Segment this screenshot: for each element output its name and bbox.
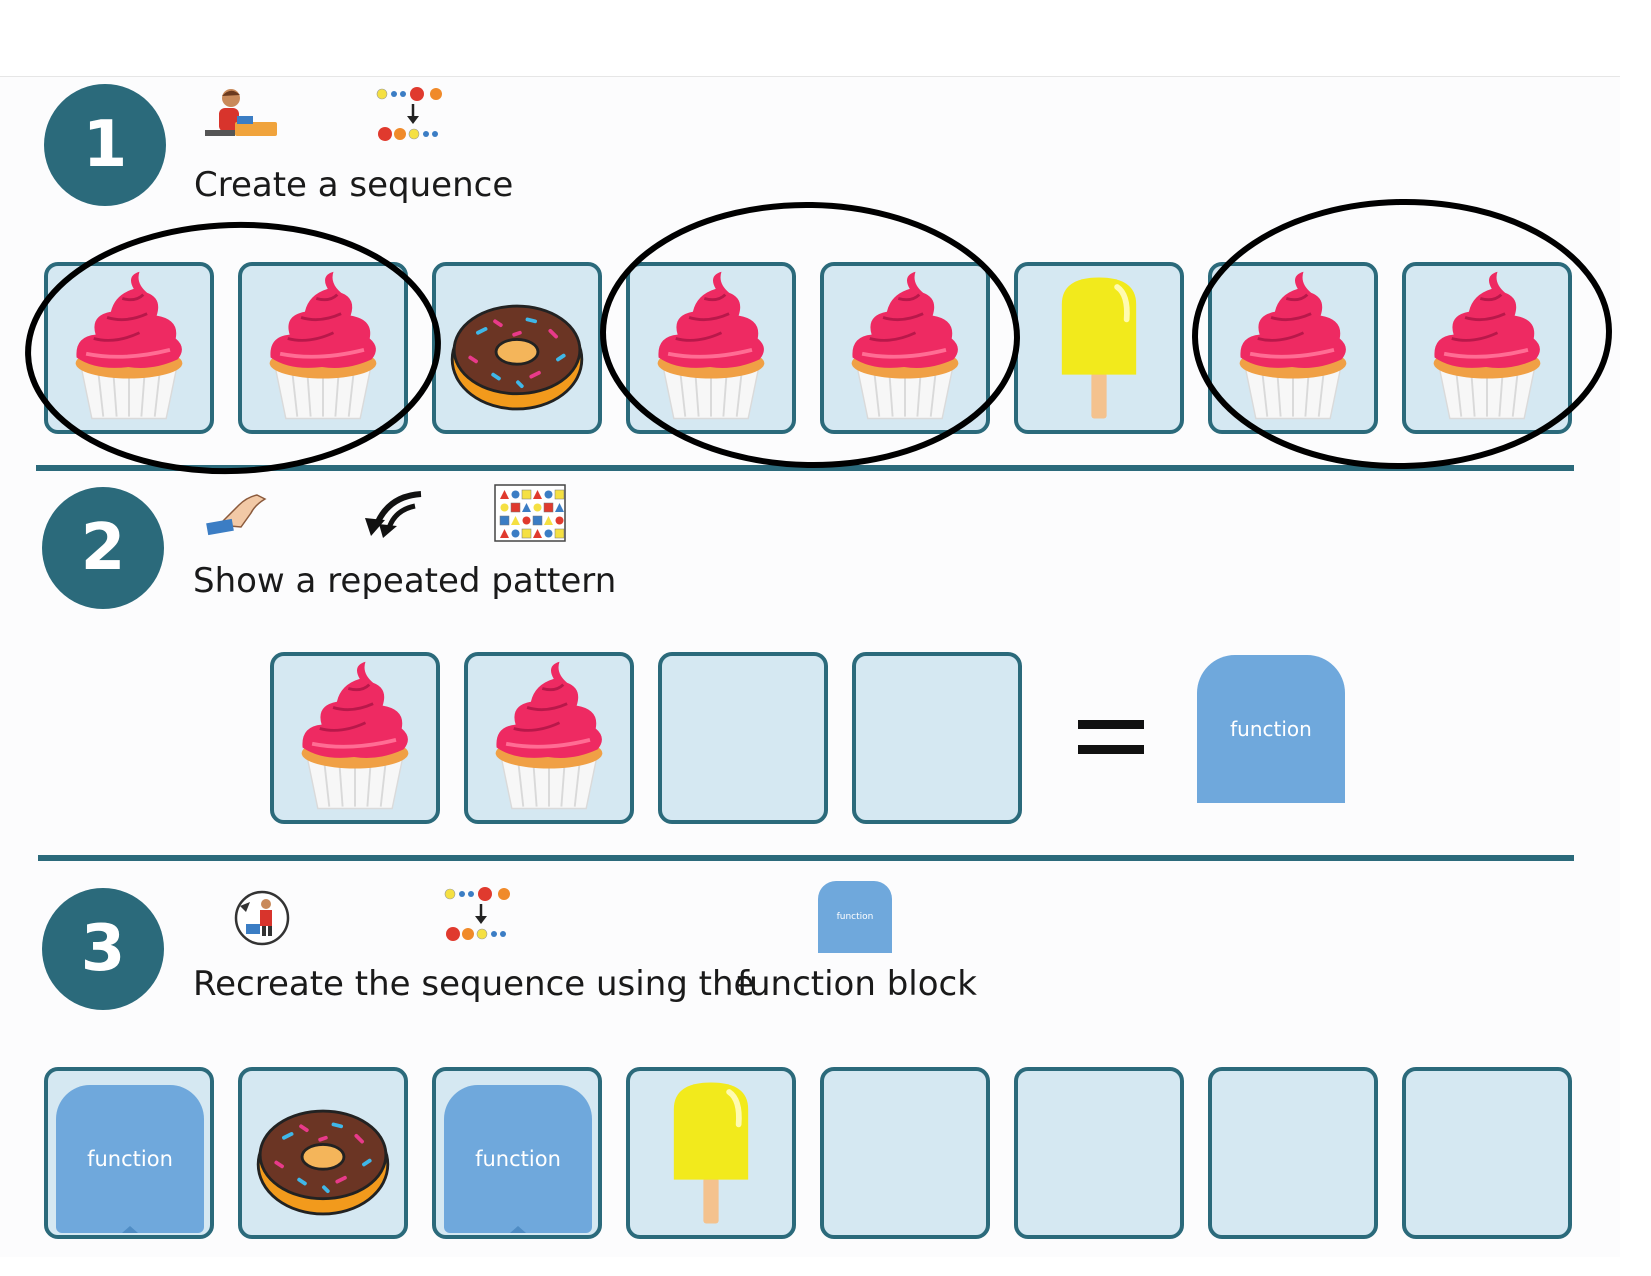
cupcake-icon [851, 271, 959, 420]
tile-cupcake[interactable] [238, 262, 408, 434]
pointing-hand-icon [206, 494, 267, 536]
step-1-title: Create a sequence [194, 165, 514, 205]
top-divider [0, 76, 1620, 77]
equals-sign [1078, 720, 1144, 754]
function-block: function [444, 1085, 592, 1233]
child-working-icon [205, 89, 277, 136]
pattern-grid-icon [494, 484, 566, 542]
step-3-title-part1: Recreate the sequence using the [193, 964, 755, 1004]
cupcake-icon [1239, 271, 1347, 420]
tile-cupcake[interactable] [820, 262, 990, 434]
cupcake-icon [495, 661, 603, 810]
tile-empty[interactable] [1014, 1067, 1184, 1239]
ice-lolly-icon [1061, 277, 1137, 419]
ice-lolly-icon [673, 1082, 749, 1224]
tile-cupcake[interactable] [626, 262, 796, 434]
function-block: function [56, 1085, 204, 1233]
tile-empty[interactable] [1208, 1067, 1378, 1239]
cupcake-icon [657, 271, 765, 420]
tile-cupcake[interactable] [1208, 262, 1378, 434]
step-3-title-part2: function block [737, 964, 977, 1004]
function-block-icon: function [818, 881, 892, 953]
section-divider-1 [36, 465, 1574, 471]
tile-empty[interactable] [658, 652, 828, 824]
tile-empty[interactable] [1402, 1067, 1572, 1239]
tile-donut[interactable] [432, 262, 602, 434]
tile-function-block[interactable]: function [44, 1067, 214, 1239]
tile-donut[interactable] [238, 1067, 408, 1239]
step-1-badge: 1 [44, 84, 166, 206]
tile-cupcake[interactable] [44, 262, 214, 434]
tile-cupcake[interactable] [270, 652, 440, 824]
step-2-title: Show a repeated pattern [193, 561, 617, 601]
section-divider-2 [38, 855, 1574, 861]
redo-activity-icon [234, 890, 290, 946]
tile-empty[interactable] [820, 1067, 990, 1239]
tile-cupcake[interactable] [464, 652, 634, 824]
donut-icon [450, 304, 584, 411]
step-2-badge: 2 [42, 487, 164, 609]
sequence-icon [376, 87, 442, 141]
tile-ice-lolly[interactable] [1014, 262, 1184, 434]
repeat-arrows-icon [365, 491, 422, 538]
cupcake-icon [301, 661, 409, 810]
tile-ice-lolly[interactable] [626, 1067, 796, 1239]
cupcake-icon [1433, 271, 1541, 420]
function-block[interactable]: function [1197, 655, 1345, 803]
sequence-icon-2 [444, 887, 510, 941]
tile-function-block[interactable]: function [432, 1067, 602, 1239]
step-3-badge: 3 [42, 888, 164, 1010]
donut-icon [256, 1109, 390, 1216]
tile-empty[interactable] [852, 652, 1022, 824]
cupcake-icon [269, 271, 377, 420]
tile-cupcake[interactable] [1402, 262, 1572, 434]
cupcake-icon [75, 271, 183, 420]
